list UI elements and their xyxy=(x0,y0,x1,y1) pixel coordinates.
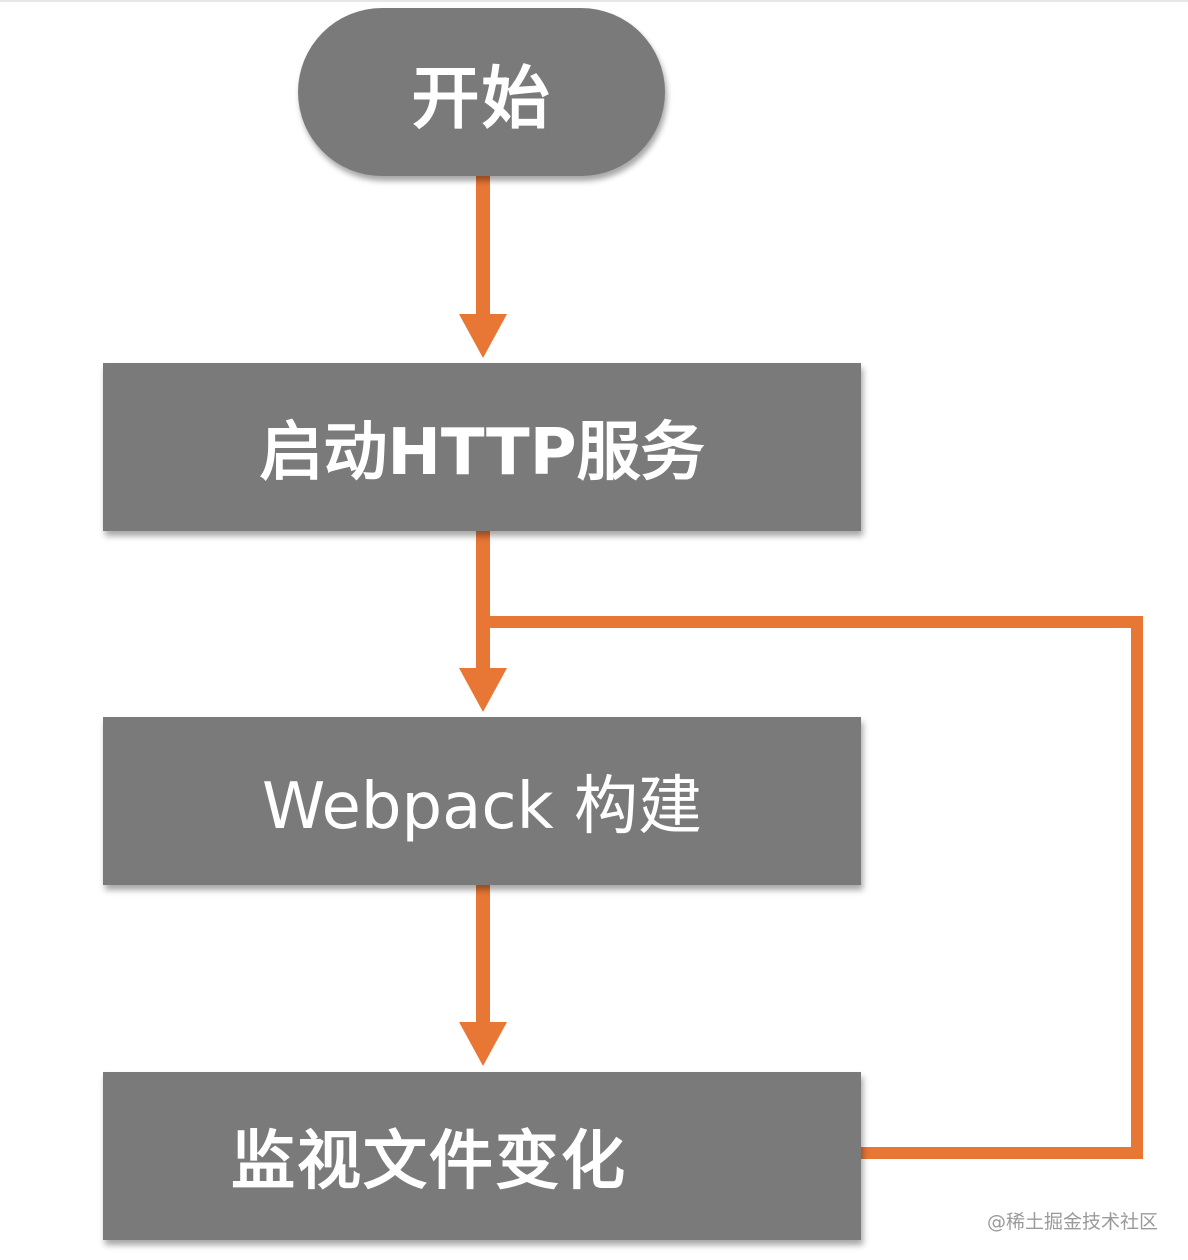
arrowhead-webpack xyxy=(459,668,507,712)
feedback-loop-line xyxy=(483,616,1143,1159)
start-http-service-node: 启动HTTP服务 xyxy=(103,363,861,531)
watermark: @稀土掘金技术社区 xyxy=(986,1211,1158,1233)
top-border-line xyxy=(0,0,1188,2)
watch-file-changes-node: 监视文件变化 xyxy=(103,1072,861,1240)
start-node: 开始 xyxy=(298,8,665,176)
arrowhead-watch xyxy=(459,1022,507,1066)
webpack-build-node: Webpack 构建 xyxy=(103,717,861,885)
arrowhead-http xyxy=(459,314,507,358)
